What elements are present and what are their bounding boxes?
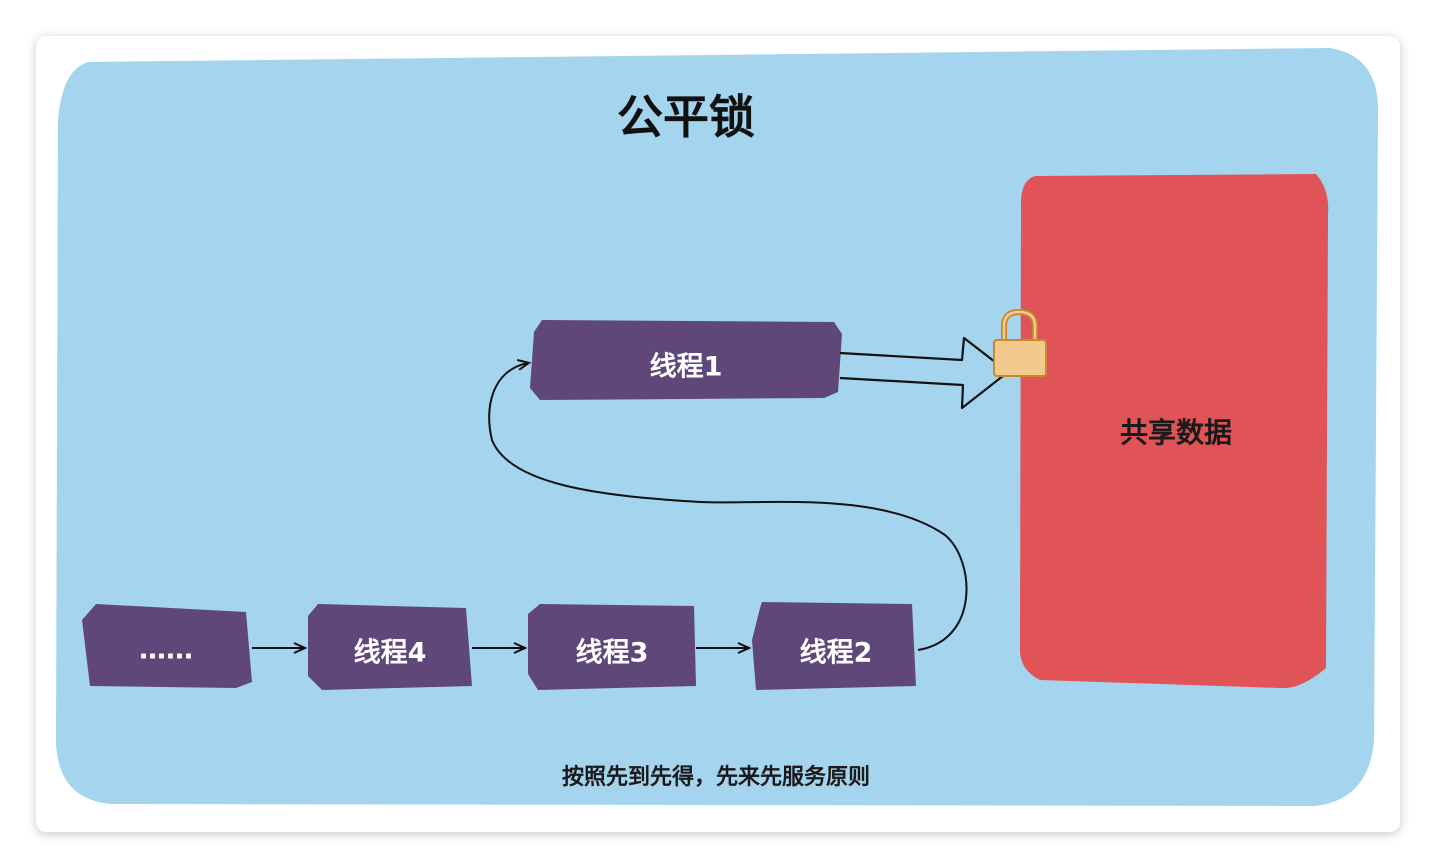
lock-icon [993, 308, 1047, 377]
node-label-thread-3: 线程3 [575, 637, 649, 669]
node-label-ellipsis: …… [139, 634, 193, 666]
node-box-thread-4 [308, 604, 472, 690]
node-box-thread-1 [530, 320, 842, 400]
diagram-title: 公平锁 [617, 90, 755, 144]
node-box-thread-2 [752, 602, 916, 690]
node-box-ellipsis [82, 604, 252, 688]
shared-data-block [1020, 174, 1329, 689]
node-label-thread-2: 线程2 [799, 637, 873, 669]
node-label-thread-1: 线程1 [649, 351, 723, 383]
arrow-thread-2-to-thread-1 [488, 363, 968, 651]
shared-data-label: 共享数据 [1119, 416, 1233, 449]
node-box-thread-3 [528, 604, 696, 690]
node-label-thread-4: 线程4 [353, 637, 427, 669]
diagram-caption: 按照先到先得，先来先服务原则 [561, 765, 871, 790]
